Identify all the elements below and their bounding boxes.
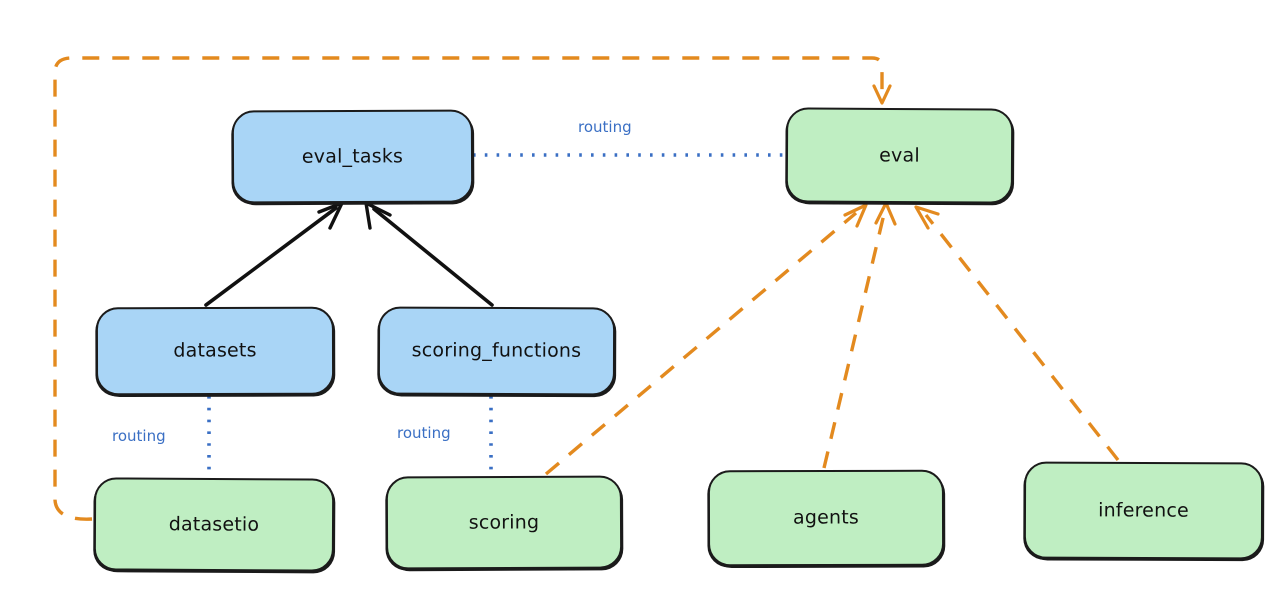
node-label-datasetio: datasetio [168, 512, 260, 536]
node-label-inference: inference [1098, 498, 1189, 522]
node-inference[interactable]: inference [1023, 461, 1264, 560]
edge-agents-to-eval [822, 201, 897, 469]
node-label-scoring: scoring [468, 510, 540, 534]
edge-label-routing-eval: routing [578, 118, 632, 136]
edge-label-routing-scoring: routing [397, 424, 451, 442]
edge-scoring-functions-to-eval-tasks [364, 201, 494, 307]
node-datasets[interactable]: datasets [95, 306, 335, 396]
node-eval[interactable]: eval [785, 107, 1014, 204]
node-label-agents: agents [792, 506, 860, 529]
node-label-eval: eval [879, 143, 920, 167]
node-eval-tasks[interactable]: eval_tasks [231, 109, 474, 204]
node-label-eval-tasks: eval_tasks [301, 144, 404, 168]
edge-datasets-to-eval-tasks [204, 201, 344, 307]
node-label-scoring-functions: scoring_functions [411, 339, 582, 362]
node-datasetio[interactable]: datasetio [93, 477, 335, 572]
edge-label-routing-datasetio: routing [112, 427, 166, 445]
node-scoring[interactable]: scoring [385, 475, 623, 570]
node-label-datasets: datasets [173, 339, 257, 362]
node-agents[interactable]: agents [707, 469, 945, 567]
edge-inference-to-eval [914, 205, 1120, 462]
node-scoring-functions[interactable]: scoring_functions [377, 306, 616, 396]
